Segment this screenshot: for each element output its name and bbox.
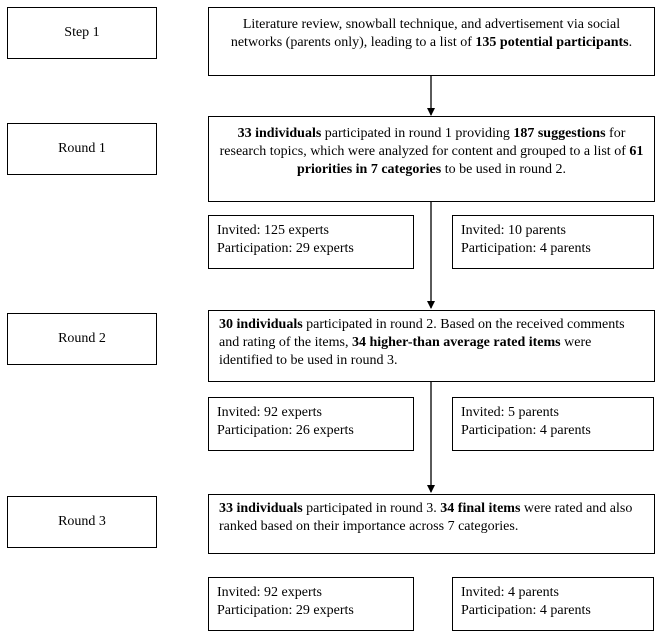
bold-phrase: 34 higher-than average rated items — [351, 335, 561, 350]
round2-description-box: 30 individuals participated in round 2. … — [208, 310, 655, 382]
round3-parents-participation: Participation: 4 parents — [461, 603, 591, 618]
round3-description-box: 33 individuals participated in round 3. … — [208, 494, 655, 554]
round1-experts-invited: Invited: 125 experts — [217, 223, 329, 238]
round3-description: 33 individuals participated in round 3. … — [219, 501, 632, 534]
text-run: were identified to be used in round 3. — [219, 335, 592, 368]
bold-phrase: 30 individuals — [219, 317, 303, 332]
round2-label: Round 2 — [58, 331, 106, 346]
text-run: to be used in round 2. — [441, 162, 567, 177]
text-run: participated in round 3. — [302, 501, 441, 516]
round1-description: 33 individuals participated in round 1 p… — [220, 126, 644, 177]
text-run: were rated and also ranked based on thei… — [219, 501, 633, 534]
bold-phrase: 187 suggestions — [513, 126, 606, 141]
bold-phrase: 33 individuals — [237, 126, 322, 141]
bold-phrase: 135 potential participants — [475, 35, 629, 50]
round2-experts-box: Invited: 92 experts Participation: 26 ex… — [208, 397, 414, 451]
round3-experts-participation: Participation: 29 experts — [217, 603, 354, 618]
bold-phrase: 61 priorities in 7 categories — [296, 144, 644, 177]
step1-label: Step 1 — [64, 25, 100, 40]
round1-parents-invited: Invited: 10 parents — [461, 223, 566, 238]
text-run: for research topics, which were analyzed… — [219, 126, 630, 159]
round1-label: Round 1 — [58, 141, 106, 156]
round3-experts-invited: Invited: 92 experts — [217, 585, 322, 600]
round3-experts-box: Invited: 92 experts Participation: 29 ex… — [208, 577, 414, 631]
bold-phrase: 33 individuals — [219, 501, 303, 516]
round3-parents-box: Invited: 4 parents Participation: 4 pare… — [452, 577, 654, 631]
step1-description: Literature review, snowball technique, a… — [231, 17, 632, 50]
round1-experts-box: Invited: 125 experts Participation: 29 e… — [208, 215, 414, 269]
text-run: participated in round 2. Based on the re… — [219, 317, 625, 350]
round2-label-box: Round 2 — [7, 313, 157, 365]
round2-parents-invited: Invited: 5 parents — [461, 405, 559, 420]
round2-description: 30 individuals participated in round 2. … — [219, 317, 625, 368]
round1-description-box: 33 individuals participated in round 1 p… — [208, 116, 655, 202]
text-run: participated in round 1 providing — [321, 126, 514, 141]
text-run: Literature review, snowball technique, a… — [230, 17, 621, 50]
round1-experts-participation: Participation: 29 experts — [217, 241, 354, 256]
round1-label-box: Round 1 — [7, 123, 157, 175]
bold-phrase: 34 final items — [440, 501, 521, 516]
round1-parents-box: Invited: 10 parents Participation: 4 par… — [452, 215, 654, 269]
round3-label-box: Round 3 — [7, 496, 157, 548]
round2-parents-box: Invited: 5 parents Participation: 4 pare… — [452, 397, 654, 451]
round1-parents-participation: Participation: 4 parents — [461, 241, 591, 256]
round2-experts-participation: Participation: 26 experts — [217, 423, 354, 438]
round3-parents-invited: Invited: 4 parents — [461, 585, 559, 600]
text-run: . — [628, 35, 633, 50]
round2-experts-invited: Invited: 92 experts — [217, 405, 322, 420]
step1-description-box: Literature review, snowball technique, a… — [208, 7, 655, 76]
round2-parents-participation: Participation: 4 parents — [461, 423, 591, 438]
step1-label-box: Step 1 — [7, 7, 157, 59]
round3-label: Round 3 — [58, 514, 106, 529]
